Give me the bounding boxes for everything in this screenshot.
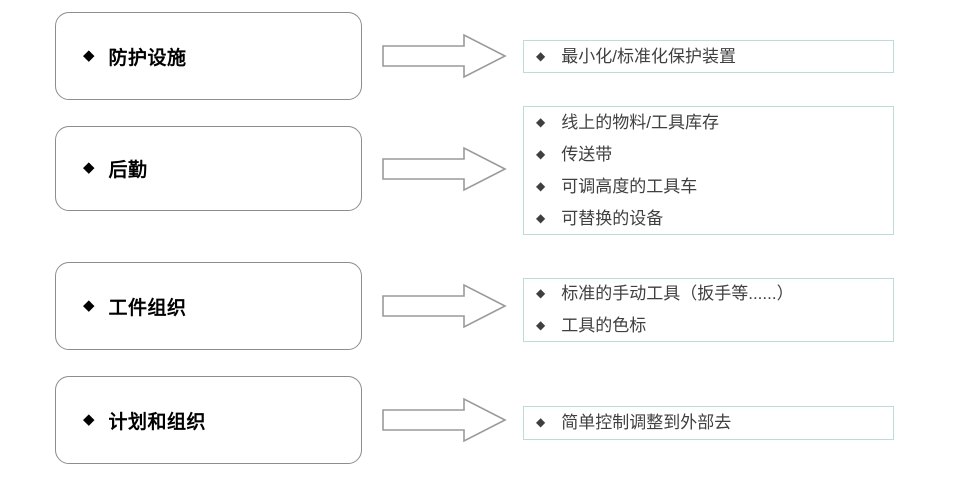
detail-text: 可调高度的工具车 bbox=[561, 176, 698, 196]
detail-text: 可替换的设备 bbox=[561, 208, 664, 228]
detail-list-4: ◆ 简单控制调整到外部去 bbox=[524, 407, 893, 439]
diamond-bullet-icon: ◆ bbox=[536, 415, 546, 429]
list-item[interactable]: ◆ 标准的手动工具（扳手等......） bbox=[536, 278, 893, 310]
detail-text: 工具的色标 bbox=[561, 316, 647, 335]
list-item[interactable]: ◆ 传送带 bbox=[536, 139, 893, 171]
list-item[interactable]: ◆ 工具的色标 bbox=[536, 310, 893, 342]
detail-text: 线上的物料/工具库存 bbox=[561, 112, 719, 132]
diamond-bullet-icon: ◆ bbox=[83, 410, 95, 428]
category-content-4: ◆ 计划和组织 bbox=[56, 407, 206, 434]
list-item[interactable]: ◆ 最小化/标准化保护装置 bbox=[536, 41, 893, 73]
detail-text: 传送带 bbox=[561, 144, 613, 164]
detail-text: 标准的手动工具（扳手等......） bbox=[561, 284, 794, 303]
category-box-2[interactable]: ◆ 后勤 bbox=[55, 126, 362, 211]
category-box-3[interactable]: ◆ 工件组织 bbox=[55, 262, 362, 350]
detail-box-2[interactable]: ◆ 线上的物料/工具库存 ◆ 传送带 ◆ 可调高度的工具车 ◆ 可替换的设备 bbox=[523, 106, 894, 235]
detail-box-1[interactable]: ◆ 最小化/标准化保护装置 bbox=[523, 40, 894, 73]
diamond-bullet-icon: ◆ bbox=[536, 114, 546, 129]
detail-list-2: ◆ 线上的物料/工具库存 ◆ 传送带 ◆ 可调高度的工具车 ◆ 可替换的设备 bbox=[524, 107, 893, 235]
diamond-bullet-icon: ◆ bbox=[536, 286, 546, 300]
diamond-bullet-icon: ◆ bbox=[83, 46, 95, 64]
detail-box-3[interactable]: ◆ 标准的手动工具（扳手等......） ◆ 工具的色标 bbox=[523, 278, 894, 342]
list-item[interactable]: ◆ 可替换的设备 bbox=[536, 203, 893, 235]
category-box-4[interactable]: ◆ 计划和组织 bbox=[55, 376, 362, 464]
category-box-1[interactable]: ◆ 防护设施 bbox=[55, 12, 362, 100]
arrow-right-icon-1 bbox=[381, 32, 507, 80]
arrow-right-icon-3 bbox=[381, 282, 507, 330]
detail-text: 简单控制调整到外部去 bbox=[561, 413, 732, 432]
detail-text: 最小化/标准化保护装置 bbox=[561, 46, 736, 66]
diamond-bullet-icon: ◆ bbox=[83, 296, 95, 314]
list-item[interactable]: ◆ 简单控制调整到外部去 bbox=[536, 407, 893, 439]
diamond-bullet-icon: ◆ bbox=[536, 178, 546, 193]
category-label-1: 防护设施 bbox=[108, 47, 187, 69]
category-content-3: ◆ 工件组织 bbox=[56, 293, 187, 320]
category-label-4: 计划和组织 bbox=[108, 411, 207, 433]
diamond-bullet-icon: ◆ bbox=[83, 159, 95, 176]
diamond-bullet-icon: ◆ bbox=[536, 48, 546, 63]
diamond-bullet-icon: ◆ bbox=[536, 146, 546, 161]
category-label-2: 后勤 bbox=[108, 160, 148, 181]
category-content-2: ◆ 后勤 bbox=[56, 155, 148, 182]
list-item[interactable]: ◆ 可调高度的工具车 bbox=[536, 171, 893, 203]
diamond-bullet-icon: ◆ bbox=[536, 210, 546, 225]
arrow-right-icon-4 bbox=[381, 396, 507, 444]
diamond-bullet-icon: ◆ bbox=[536, 318, 546, 332]
category-label-3: 工件组织 bbox=[108, 297, 187, 319]
detail-list-3: ◆ 标准的手动工具（扳手等......） ◆ 工具的色标 bbox=[524, 278, 893, 342]
category-content-1: ◆ 防护设施 bbox=[56, 43, 187, 70]
detail-box-4[interactable]: ◆ 简单控制调整到外部去 bbox=[523, 406, 894, 440]
list-item[interactable]: ◆ 线上的物料/工具库存 bbox=[536, 107, 893, 139]
arrow-right-icon-2 bbox=[381, 145, 507, 193]
detail-list-1: ◆ 最小化/标准化保护装置 bbox=[524, 41, 893, 73]
